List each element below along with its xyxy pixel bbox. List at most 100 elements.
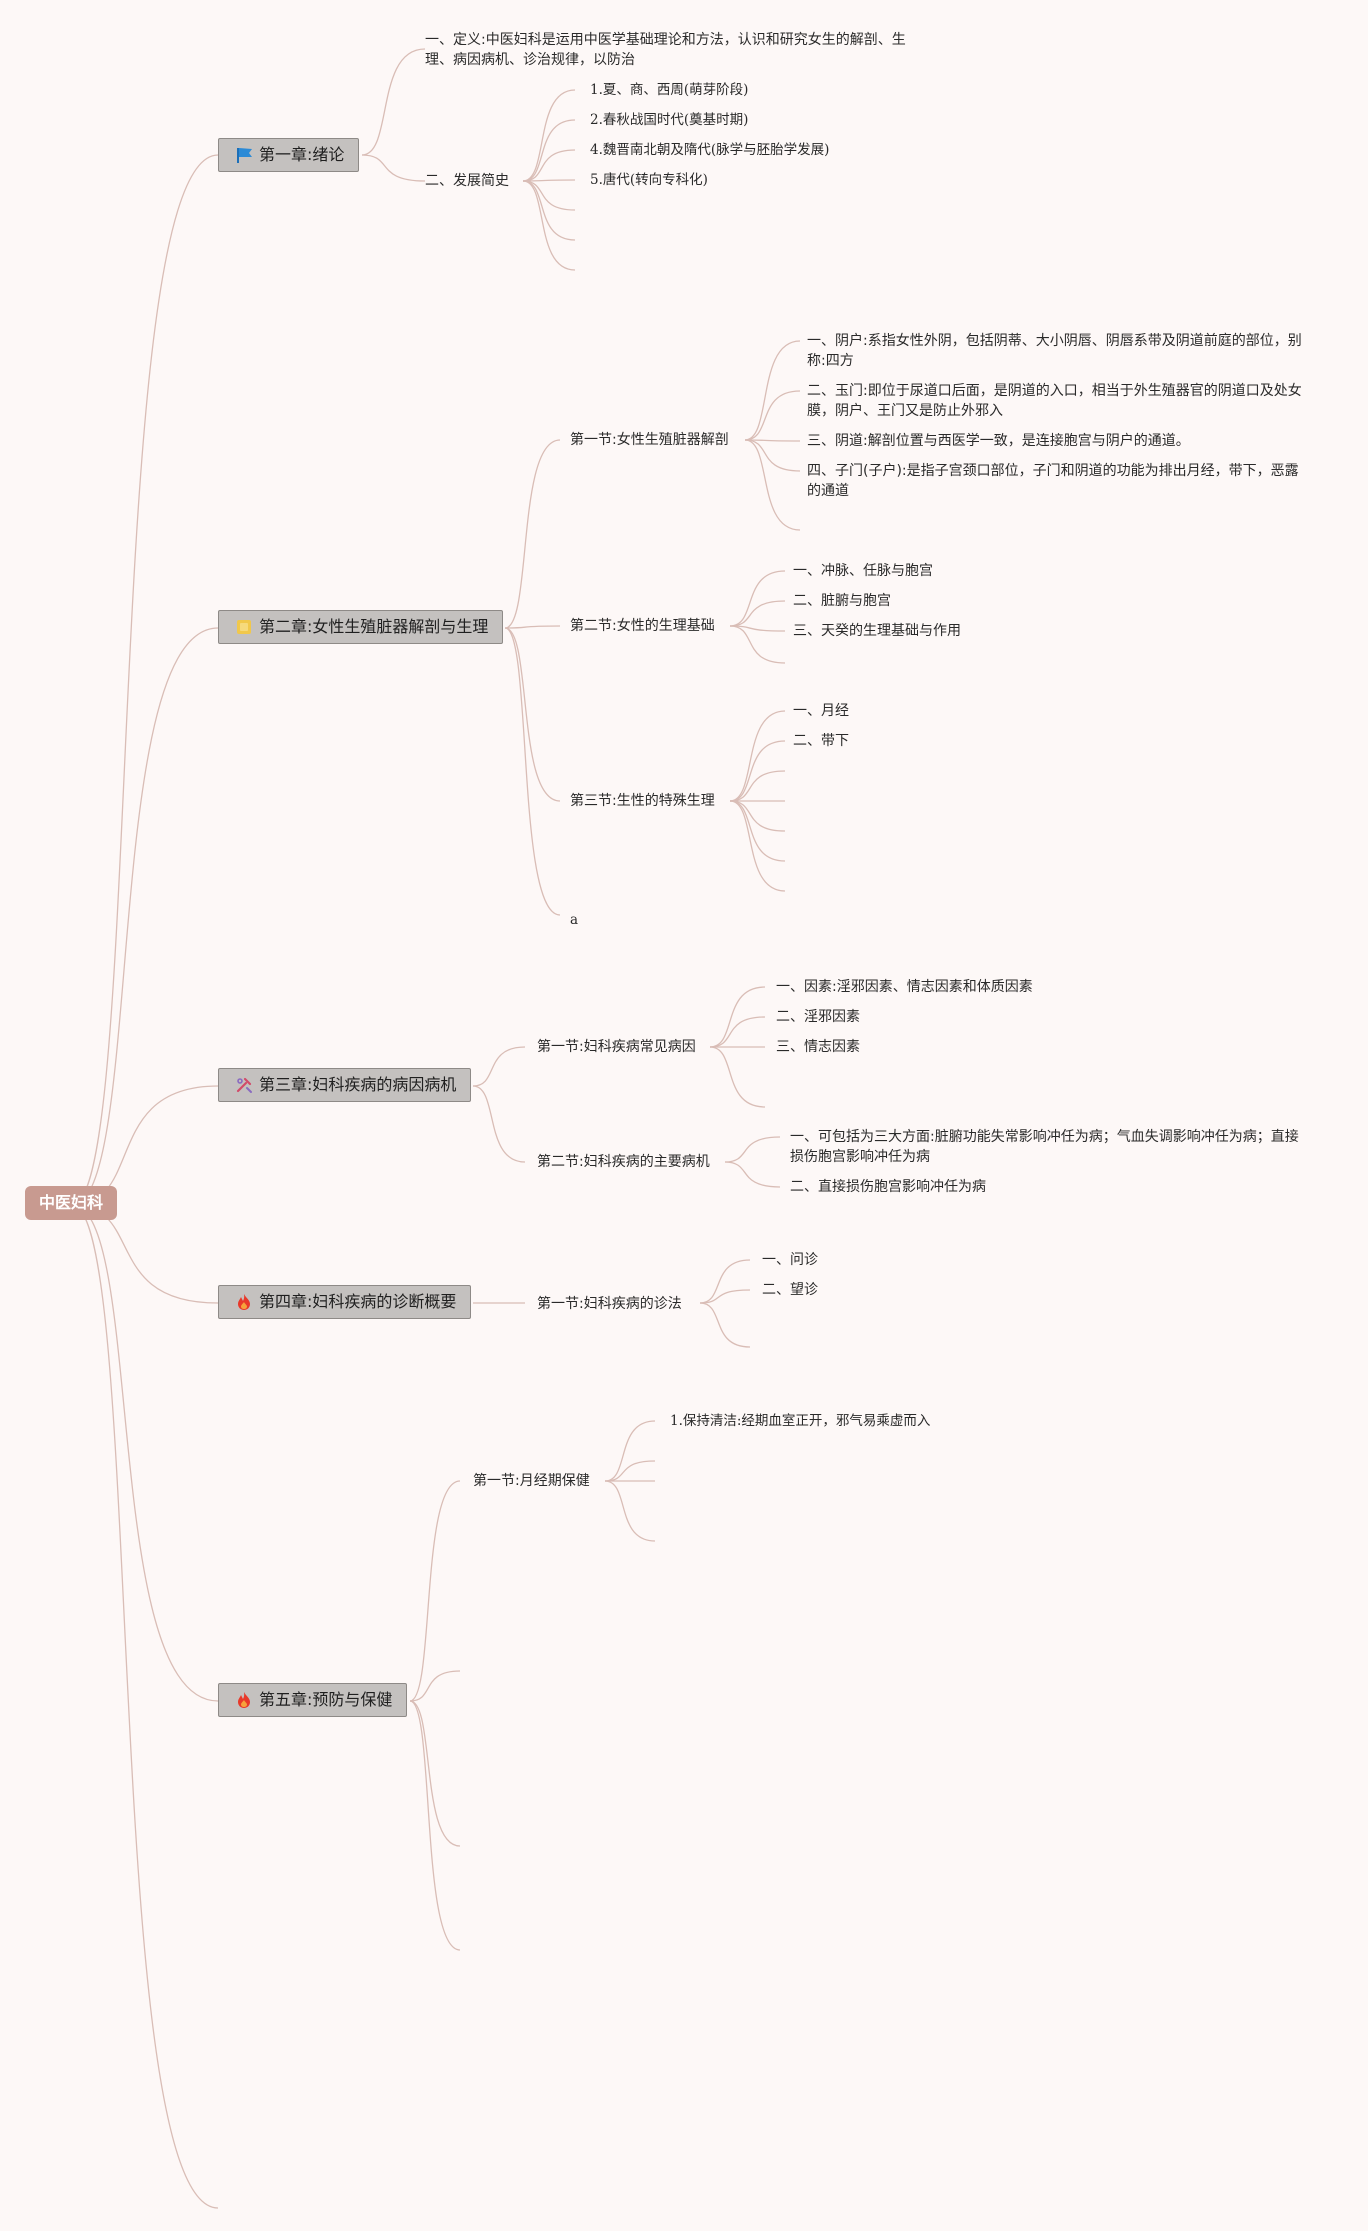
connector-line bbox=[709, 1046, 766, 1108]
leaf-item[interactable]: 三、阴道:解剖位置与西医学一致，是连接胞宫与阴户的通道。 bbox=[807, 433, 1190, 449]
connector-line bbox=[744, 439, 801, 531]
connector-line bbox=[744, 390, 801, 441]
square-icon bbox=[235, 618, 253, 636]
leaf-item[interactable]: 四、子门(子户):是指子宫颈口部位，子门和阴道的功能为排出月经，带下，恶露的通道 bbox=[807, 463, 1299, 499]
leaf-item[interactable]: 一、冲脉、任脉与胞宫 bbox=[793, 563, 933, 579]
leaf-item[interactable]: 一、因素:淫邪因素、情志因素和体质因素 bbox=[776, 979, 1033, 995]
connector-line bbox=[472, 1046, 526, 1087]
connector-line bbox=[729, 625, 786, 632]
chapter-node-5[interactable]: 第五章:预防与保健 bbox=[218, 1683, 408, 1717]
connector-line bbox=[504, 627, 561, 916]
section-pathogenesis[interactable]: 第二节:妇科疾病的主要病机 bbox=[537, 1152, 710, 1172]
section-anatomy[interactable]: 第一节:女性生殖脏器解剖 bbox=[570, 430, 729, 450]
connector-line bbox=[361, 154, 426, 182]
section-physiology[interactable]: 第二节:女性的生理基础 bbox=[570, 616, 715, 636]
section-diagnosis[interactable]: 第一节:妇科疾病的诊法 bbox=[537, 1294, 682, 1314]
connector-line bbox=[729, 800, 786, 892]
leaf-item[interactable]: 三、天癸的生理基础与作用 bbox=[793, 623, 961, 639]
connector-line bbox=[71, 1204, 219, 2209]
connector-line bbox=[699, 1289, 751, 1304]
connector-line bbox=[729, 710, 786, 802]
leaf-item[interactable]: 二、脏腑与胞宫 bbox=[793, 593, 891, 609]
section-label: a bbox=[570, 912, 579, 928]
leaf-item[interactable]: 三、情志因素 bbox=[776, 1039, 860, 1055]
chapter-label: 第五章:预防与保健 bbox=[259, 1690, 393, 1709]
connector-line bbox=[504, 439, 561, 629]
connector-line bbox=[409, 1480, 461, 1702]
connector-line bbox=[522, 180, 576, 211]
leaf-item[interactable]: 2.春秋战国时代(奠基时期) bbox=[590, 112, 749, 128]
flag-icon bbox=[235, 146, 253, 164]
connector-line bbox=[522, 180, 576, 241]
chapter-label: 第一章:绪论 bbox=[259, 145, 345, 164]
connector-line bbox=[522, 180, 576, 271]
leaf-item[interactable]: 一、月经 bbox=[793, 703, 849, 719]
leaf-item[interactable]: 1.保持清洁:经期血室正开，邪气易乘虚而入 bbox=[670, 1413, 931, 1429]
section-label: 第一节:月经期保健 bbox=[473, 1473, 590, 1489]
connector-line bbox=[409, 1700, 461, 1847]
connector-line bbox=[472, 1085, 526, 1163]
connector-line bbox=[744, 340, 801, 441]
leaf-item[interactable]: 5.唐代(转向专科化) bbox=[590, 172, 708, 188]
connector-line bbox=[724, 1161, 781, 1188]
connector-line bbox=[729, 570, 786, 627]
section-label: 第二节:女性的生理基础 bbox=[570, 618, 715, 634]
leaf-item[interactable]: 一、阴户:系指女性外阴，包括阴蒂、大小阴唇、阴唇系带及阴道前庭的部位，别称:四方 bbox=[807, 333, 1302, 369]
leaf-item[interactable]: 一、可包括为三大方面:脏腑功能失常影响冲任为病；气血失调影响冲任为病；直接损伤胞… bbox=[790, 1129, 1299, 1165]
connector-line bbox=[71, 1204, 219, 1702]
connector-line bbox=[724, 1136, 781, 1163]
section-label: 第一节:女性生殖脏器解剖 bbox=[570, 432, 729, 448]
chapter-node-3[interactable]: 第三章:妇科疾病的病因病机 bbox=[218, 1068, 472, 1102]
chapter-node-2[interactable]: 第二章:女性生殖脏器解剖与生理 bbox=[218, 610, 504, 644]
root-node[interactable]: 中医妇科 bbox=[25, 1186, 118, 1220]
connector-line bbox=[729, 625, 786, 664]
chapter-label: 第三章:妇科疾病的病因病机 bbox=[259, 1075, 457, 1094]
connector-line bbox=[699, 1302, 751, 1348]
connector-line bbox=[709, 986, 766, 1048]
connector-line bbox=[709, 1016, 766, 1048]
connector-line bbox=[504, 627, 561, 802]
section-label: 第一节:妇科疾病的诊法 bbox=[537, 1296, 682, 1312]
topic-history[interactable]: 二、发展简史 bbox=[425, 171, 509, 191]
chapter-label: 第二章:女性生殖脏器解剖与生理 bbox=[259, 617, 489, 636]
fire-icon bbox=[235, 1293, 253, 1311]
section-causes[interactable]: 第一节:妇科疾病常见病因 bbox=[537, 1037, 696, 1057]
connector-line bbox=[604, 1420, 656, 1482]
leaf-item[interactable]: 1.夏、商、西周(萌芽阶段) bbox=[590, 82, 749, 98]
topic-label: 二、发展简史 bbox=[425, 173, 509, 189]
section-label: 第三节:生性的特殊生理 bbox=[570, 793, 715, 809]
connector-line bbox=[729, 770, 786, 802]
connector-line bbox=[604, 1480, 656, 1542]
leaf-item[interactable]: 一、问诊 bbox=[762, 1252, 818, 1268]
leaf-item[interactable]: 二、望诊 bbox=[762, 1282, 818, 1298]
leaf-item[interactable]: 二、直接损伤胞宫影响冲任为病 bbox=[790, 1179, 986, 1195]
connector-line bbox=[744, 439, 801, 472]
root-label: 中医妇科 bbox=[39, 1193, 104, 1212]
chapter-label: 第四章:妇科疾病的诊断概要 bbox=[259, 1292, 457, 1311]
connector-line bbox=[729, 800, 786, 832]
section-special-physiology[interactable]: 第三节:生性的特殊生理 bbox=[570, 791, 715, 811]
topic-definition[interactable]: 一、定义:中医妇科是运用中医学基础理论和方法，认识和研究女生的解剖、生理、病因病… bbox=[425, 30, 915, 70]
tools-icon bbox=[235, 1076, 253, 1094]
connector-line bbox=[729, 600, 786, 627]
section-label: 第二节:妇科疾病的主要病机 bbox=[537, 1154, 710, 1170]
topic-label: 一、定义:中医妇科是运用中医学基础理论和方法，认识和研究女生的解剖、生理、病因病… bbox=[425, 32, 906, 68]
section-menstrual-care[interactable]: 第一节:月经期保健 bbox=[473, 1471, 590, 1491]
connector-line bbox=[504, 625, 561, 629]
chapter-node-1[interactable]: 第一章:绪论 bbox=[218, 138, 360, 172]
leaf-item[interactable]: 二、玉门:即位于尿道口后面，是阴道的入口，相当于外生殖器官的阴道口及处女膜，阴户… bbox=[807, 383, 1302, 419]
leaf-item[interactable]: 4.魏晋南北朝及隋代(脉学与胚胎学发展) bbox=[590, 142, 830, 158]
chapter-node-4[interactable]: 第四章:妇科疾病的诊断概要 bbox=[218, 1285, 472, 1319]
section-a[interactable]: a bbox=[570, 910, 578, 930]
connector-line bbox=[522, 89, 576, 182]
leaf-item[interactable]: 二、淫邪因素 bbox=[776, 1009, 860, 1025]
connector-line bbox=[522, 119, 576, 182]
fire-icon bbox=[235, 1691, 253, 1709]
connector-line bbox=[522, 149, 576, 182]
connector-line bbox=[361, 48, 426, 156]
connector-line bbox=[71, 627, 219, 1206]
connector-line bbox=[744, 439, 801, 442]
leaf-item[interactable]: 二、带下 bbox=[793, 733, 849, 749]
